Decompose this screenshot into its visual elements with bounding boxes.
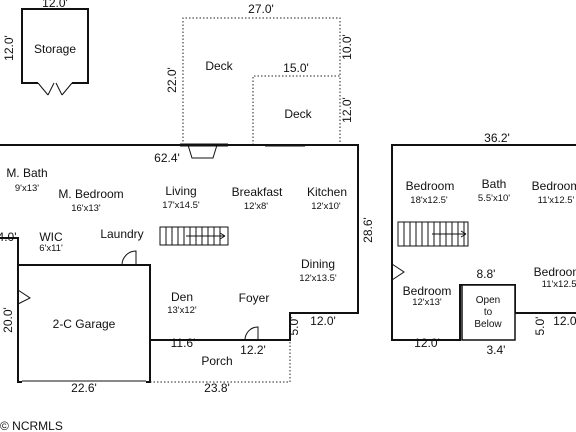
breakfast-label: Breakfast bbox=[232, 185, 283, 199]
upper-stairs-icon bbox=[397, 221, 469, 247]
den-label: Den bbox=[171, 290, 193, 304]
upper-bedroom-4-label: Bedroom bbox=[534, 265, 576, 279]
front-door-swing-icon bbox=[244, 326, 259, 341]
upper-floor: Open to Below Bedroom 18'x12.5' Bath 5.5… bbox=[391, 131, 576, 357]
fireplace-icon bbox=[187, 144, 218, 159]
upper-bedroom-1-dims: 18'x12.5' bbox=[410, 195, 448, 206]
main-width-label: 62.4' bbox=[154, 151, 180, 165]
wic-dims: 6'x11' bbox=[39, 243, 63, 254]
main-depth-label: 28.6' bbox=[361, 217, 375, 243]
upper-bath-label: Bath bbox=[482, 177, 507, 191]
kitchen-dims: 12'x10' bbox=[311, 201, 341, 212]
garage-side-door-icon bbox=[17, 289, 31, 305]
upper-left-bottom-label: 12.0' bbox=[414, 336, 440, 350]
upper-deck-outline bbox=[182, 17, 341, 145]
laundry-label: Laundry bbox=[100, 227, 143, 241]
storage-building: Storage 12.0' 12.0' bbox=[2, 0, 89, 96]
main-floor-outline bbox=[0, 144, 359, 341]
wic-offset-label: 4.0' bbox=[0, 230, 16, 244]
storage-door-swing-icon bbox=[37, 82, 73, 96]
main-stairs-icon bbox=[159, 226, 229, 246]
garage-depth-label: 20.0' bbox=[1, 307, 15, 333]
porch-left-label: 11.6' bbox=[171, 336, 196, 350]
open-to-below-width-label: 8.8' bbox=[477, 267, 496, 281]
foyer-label: Foyer bbox=[239, 291, 270, 305]
dining-offset-label: 5.0' bbox=[287, 317, 301, 336]
porch-label: Porch bbox=[201, 354, 232, 368]
open-to-below-box bbox=[461, 284, 516, 341]
lower-deck-outline bbox=[252, 75, 341, 145]
storage-depth-label: 12.0' bbox=[2, 35, 16, 61]
kitchen-label: Kitchen bbox=[307, 185, 347, 199]
master-bath-dims: 9'x13' bbox=[15, 183, 39, 194]
den-dims: 13'x12' bbox=[167, 305, 197, 316]
upper-deck-width-label: 27.0' bbox=[248, 2, 274, 16]
upper-bedroom-1-label: Bedroom bbox=[406, 179, 455, 193]
master-bath-label: M. Bath bbox=[6, 166, 47, 180]
upper-bedroom-3-dims: 12'x13' bbox=[412, 297, 442, 308]
upper-door-icon bbox=[391, 263, 405, 281]
breakfast-dims: 12'x8' bbox=[244, 201, 268, 212]
upper-right-bottom-label: 12.0' bbox=[553, 314, 576, 328]
lower-deck-width-label: 15.0' bbox=[283, 61, 309, 75]
living-dims: 17'x14.5' bbox=[162, 200, 200, 211]
upper-bath-dims: 5.5'x10' bbox=[478, 193, 510, 204]
upper-bedroom-3-label: Bedroom bbox=[403, 284, 452, 298]
dining-width-label: 12.0' bbox=[310, 314, 336, 328]
front-door-width-label: 12.2' bbox=[240, 343, 266, 357]
master-bedroom-label: M. Bedroom bbox=[58, 187, 123, 201]
open-to-below-line3: Below bbox=[474, 319, 502, 330]
upper-deck-depth-label: 22.0' bbox=[165, 67, 179, 93]
open-to-below-line2: to bbox=[484, 307, 493, 318]
upper-deck-side-label: 10.0' bbox=[340, 34, 354, 60]
laundry-door-swing-icon bbox=[121, 250, 137, 266]
master-bedroom-dims: 16'x13' bbox=[71, 203, 101, 214]
lower-deck-depth-label: 12.0' bbox=[340, 97, 354, 123]
wic-label: WIC bbox=[39, 230, 63, 244]
garage-label: 2-C Garage bbox=[53, 317, 116, 331]
storage-label: Storage bbox=[34, 42, 76, 56]
open-to-below-line1: Open bbox=[476, 295, 500, 306]
upper-bedroom-2-label: Bedroom bbox=[532, 179, 576, 193]
upper-deck-label: Deck bbox=[205, 59, 233, 73]
notch-width-label: 3.4' bbox=[487, 343, 506, 357]
watermark-text: © NCRMLS bbox=[0, 419, 63, 432]
upper-width-label: 36.2' bbox=[484, 131, 510, 145]
main-floor: M. Bath 9'x13' M. Bedroom 16'x13' Living… bbox=[0, 143, 375, 395]
dining-dims: 12'x13.5' bbox=[299, 273, 337, 284]
garage-width-label: 22.6' bbox=[71, 381, 97, 395]
storage-width-label: 12.0' bbox=[42, 0, 68, 10]
porch-width-label: 23.8' bbox=[204, 381, 230, 395]
notch-side-label: 5.0' bbox=[533, 317, 547, 336]
living-label: Living bbox=[165, 184, 196, 198]
deck-area: Deck 27.0' 22.0' 10.0' Deck 15.0' 12.0' bbox=[165, 2, 354, 145]
upper-bedroom-4-dims: 11'x12.5' bbox=[542, 279, 576, 290]
dining-label: Dining bbox=[301, 257, 335, 271]
upper-bedroom-2-dims: 11'x12.5' bbox=[538, 195, 575, 206]
lower-deck-label: Deck bbox=[284, 107, 312, 121]
porch-outline bbox=[150, 340, 291, 383]
